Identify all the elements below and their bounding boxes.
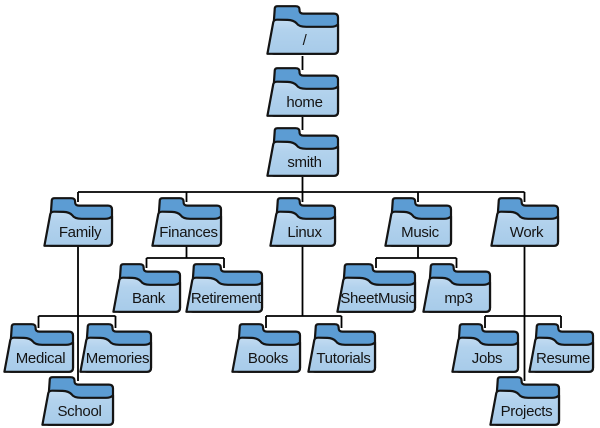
folder-home: home <box>265 66 340 118</box>
folder-jobs: Jobs <box>450 322 520 374</box>
folder-icon <box>269 197 337 247</box>
folder-label: Projects <box>500 403 553 420</box>
folder-label: School <box>57 403 102 420</box>
folder-medical: Medical <box>2 322 75 374</box>
folder-label: / <box>302 32 307 49</box>
folder-music: Music <box>383 196 453 248</box>
folder-icon <box>231 323 302 373</box>
folder-school: School <box>40 375 115 427</box>
folder-label: Medical <box>15 350 66 367</box>
folder-icon <box>422 263 492 313</box>
folder-label: Memories <box>85 350 150 367</box>
folder-icon <box>41 376 115 426</box>
folder-smith: smith <box>265 126 340 178</box>
folder-linux: Linux <box>268 196 337 248</box>
folder-mp3: mp3 <box>421 262 492 314</box>
folder-icon <box>43 197 114 247</box>
folder-tutorials: Tutorials <box>306 322 377 374</box>
folder-label: Retirement <box>190 290 262 307</box>
folder-resume: Resume <box>527 322 595 374</box>
folder-label: Family <box>58 224 102 241</box>
folder-icon <box>384 197 453 247</box>
folder-icon <box>528 323 595 373</box>
folder-label: smith <box>287 154 322 171</box>
folder-icon <box>490 197 560 247</box>
folder-root: / <box>265 4 340 56</box>
folder-label: Tutorials <box>316 350 371 367</box>
folder-icon <box>451 323 520 373</box>
folder-icon <box>307 323 377 373</box>
folder-label: Bank <box>132 290 165 307</box>
folder-label: mp3 <box>444 290 473 307</box>
folder-icon <box>489 376 561 426</box>
folder-label: SheetMusic <box>340 290 416 307</box>
folder-books: Books <box>230 322 302 374</box>
folder-family: Family <box>42 196 114 248</box>
folder-label: Resume <box>535 350 591 367</box>
folder-icon <box>266 67 340 117</box>
folder-label: Books <box>247 350 289 367</box>
folder-projects: Projects <box>488 375 561 427</box>
folder-label: Linux <box>287 224 322 241</box>
folder-icon <box>266 5 340 55</box>
folder-label: Finances <box>159 224 218 241</box>
folder-icon <box>79 323 153 373</box>
folder-label: Work <box>509 224 544 241</box>
folder-icon <box>112 263 182 313</box>
folder-label: home <box>286 94 323 111</box>
folder-memories: Memories <box>78 322 153 374</box>
folder-icon <box>151 197 223 247</box>
folder-bank: Bank <box>111 262 182 314</box>
folder-sheetmusic: SheetMusic <box>335 262 417 314</box>
folder-retirement: Retirement <box>184 262 264 314</box>
folder-icon <box>336 263 417 313</box>
folder-label: Music <box>401 224 439 241</box>
folder-icon <box>185 263 264 313</box>
folder-label: Jobs <box>471 350 503 367</box>
folder-icon <box>266 127 340 177</box>
folder-finances: Finances <box>150 196 223 248</box>
folder-icon <box>3 323 75 373</box>
folder-work: Work <box>489 196 560 248</box>
